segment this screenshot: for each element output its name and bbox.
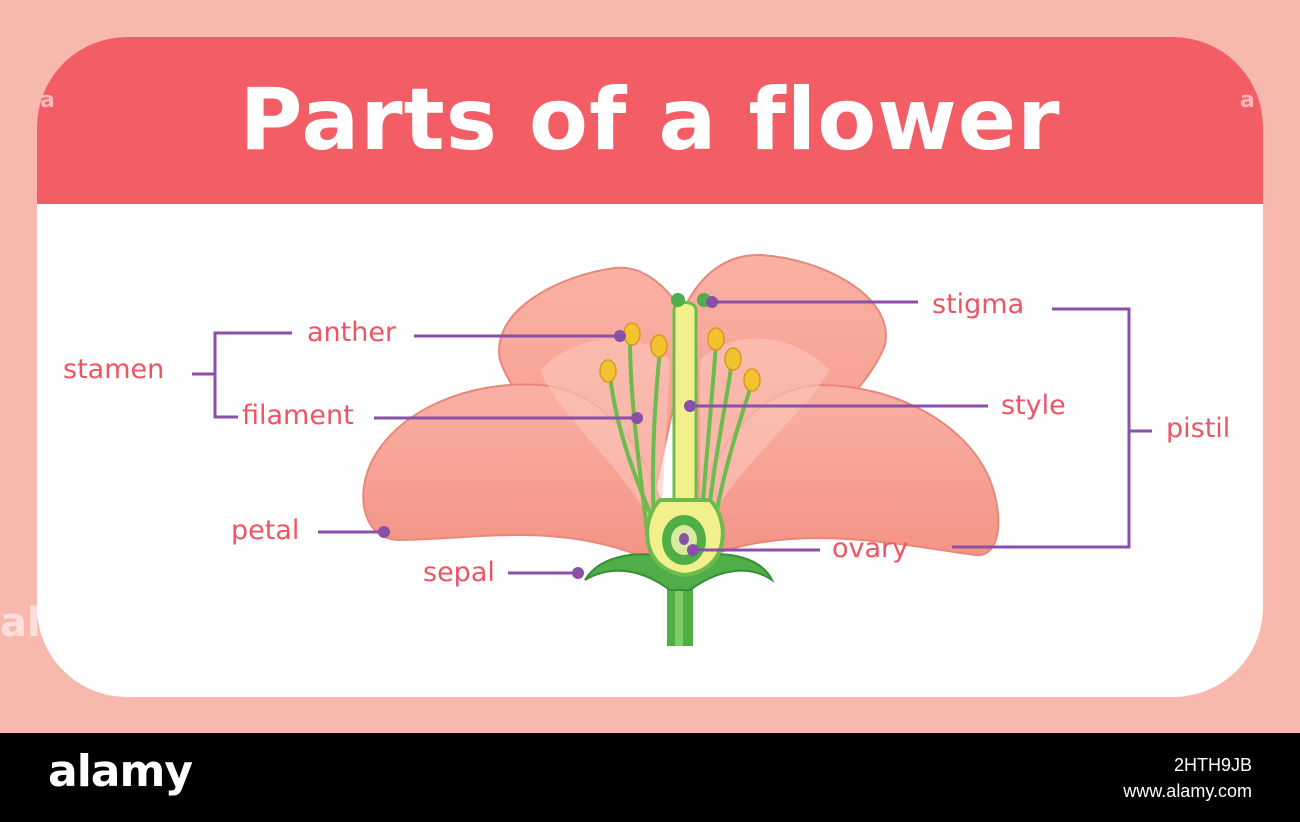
title-banner [37, 37, 1263, 204]
watermark-mark: ala [0, 600, 68, 646]
label-filament: filament [242, 400, 354, 431]
label-petal: petal [231, 515, 300, 546]
stigma-shape [671, 293, 685, 307]
leader-dots [378, 296, 718, 579]
leader-lines [192, 300, 1152, 575]
image-id: 2HTH9JB [1173, 755, 1252, 775]
label-stigma: stigma [932, 289, 1025, 320]
label-sepal: sepal [423, 557, 495, 588]
watermark-mark: a [1240, 88, 1255, 113]
brand-logo: alamy [48, 746, 193, 797]
label-pistil: pistil [1166, 413, 1231, 444]
image-info: 2HTH9JB www.alamy.com [1123, 752, 1252, 804]
page-title: Parts of a flower [239, 70, 1061, 170]
label-anther: anther [307, 317, 397, 348]
label-style: style [1001, 390, 1066, 421]
flower-illustration [192, 253, 1152, 646]
watermark-mark: a [40, 88, 55, 113]
stock-footer-bar [0, 733, 1300, 822]
site-url: www.alamy.com [1123, 781, 1252, 801]
label-stamen: stamen [63, 354, 165, 385]
diagram-card: Parts of a flower [37, 37, 1263, 697]
label-ovary: ovary [832, 533, 909, 564]
anthers [599, 322, 761, 392]
